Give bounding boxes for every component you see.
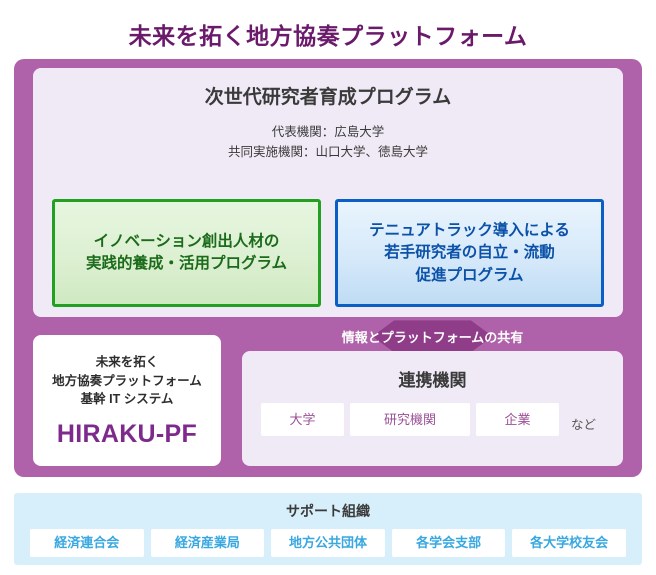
hiraku-pf-name: HIRAKU-PF	[56, 420, 198, 449]
hiraku-pf-box[interactable]: 未来を拓く 地方協奏プラットフォーム 基幹 IT システム HIRAKU-PF	[33, 335, 221, 467]
innovation-line-1: イノベーション創出人材の	[93, 232, 280, 250]
partner-chip-group: 大学 研究機関 企業 など	[242, 403, 623, 437]
program-panel: 次世代研究者育成プログラム 代表機関：広島大学 共同実施機関：山口大学、徳島大学…	[33, 68, 623, 318]
support-chip-keizai-sangyokyoku[interactable]: 経済産業局	[150, 529, 265, 558]
innovation-line-2: 実践的養成・活用プログラム	[85, 255, 288, 273]
hiraku-desc-line-3: 基幹 IT システム	[80, 392, 174, 407]
innovation-program-text: イノベーション創出人材の 実践的養成・活用プログラム	[86, 231, 287, 276]
partner-chip-company[interactable]: 企業	[476, 403, 559, 437]
partner-etc-label: など	[571, 418, 597, 433]
partner-institutions-panel: 連携機関 大学 研究機関 企業 など	[242, 351, 623, 467]
hiraku-desc-line-1: 未来を拓く	[95, 354, 159, 369]
tenure-track-program-text: テニュアトラック導入による 若手研究者の自立・流動 促進プログラム	[369, 220, 570, 287]
joint-institutions-label: 共同実施機関：山口大学、徳島大学	[227, 144, 428, 159]
tenure-line-3: 促進プログラム	[415, 266, 524, 284]
tenure-track-program-box[interactable]: テニュアトラック導入による 若手研究者の自立・流動 促進プログラム	[335, 199, 604, 308]
support-organisation-panel: サポート組織 経済連合会 経済産業局 地方公共団体 各学会支部 各大学校友会	[14, 493, 642, 566]
hiraku-description: 未来を拓く 地方協奏プラットフォーム 基幹 IT システム	[52, 353, 202, 409]
lead-institution-label: 代表機関：広島大学	[271, 125, 385, 140]
sharing-band: 情報とプラットフォームの共有	[242, 320, 623, 353]
support-panel-title: サポート組織	[286, 503, 370, 520]
innovation-program-box[interactable]: イノベーション創出人材の 実践的養成・活用プログラム	[52, 199, 321, 308]
partner-panel-title: 連携機関	[398, 371, 467, 391]
hiraku-desc-line-2: 地方協奏プラットフォーム	[52, 373, 202, 388]
bidirectional-arrow-icon	[372, 320, 493, 353]
partner-chip-research-institute[interactable]: 研究機関	[350, 403, 470, 437]
tenure-line-2: 若手研究者の自立・流動	[384, 244, 555, 262]
support-chip-chiho-kokyo-dantai[interactable]: 地方公共団体	[271, 529, 385, 558]
main-diagram-frame: 次世代研究者育成プログラム 代表機関：広島大学 共同実施機関：山口大学、徳島大学…	[14, 59, 642, 478]
support-chip-kakugakkai-shibu[interactable]: 各学会支部	[391, 529, 506, 558]
tenure-line-1: テニュアトラック導入による	[369, 221, 570, 239]
support-chip-keizai-rengokai[interactable]: 経済連合会	[30, 529, 144, 558]
support-chip-group: 経済連合会 経済産業局 地方公共団体 各学会支部 各大学校友会	[14, 529, 642, 558]
partner-chip-university[interactable]: 大学	[261, 403, 344, 437]
program-box-group: イノベーション創出人材の 実践的養成・活用プログラム テニュアトラック導入による…	[52, 199, 604, 308]
page-title: 未来を拓く地方協奏プラットフォーム	[128, 23, 528, 50]
program-panel-title: 次世代研究者育成プログラム	[204, 87, 452, 109]
support-chip-kakudaigaku-koyukai[interactable]: 各大学校友会	[512, 529, 626, 558]
sharing-label: 情報とプラットフォームの共有	[341, 329, 524, 345]
program-institutions: 代表機関：広島大学 共同実施機関：山口大学、徳島大学	[33, 123, 623, 162]
